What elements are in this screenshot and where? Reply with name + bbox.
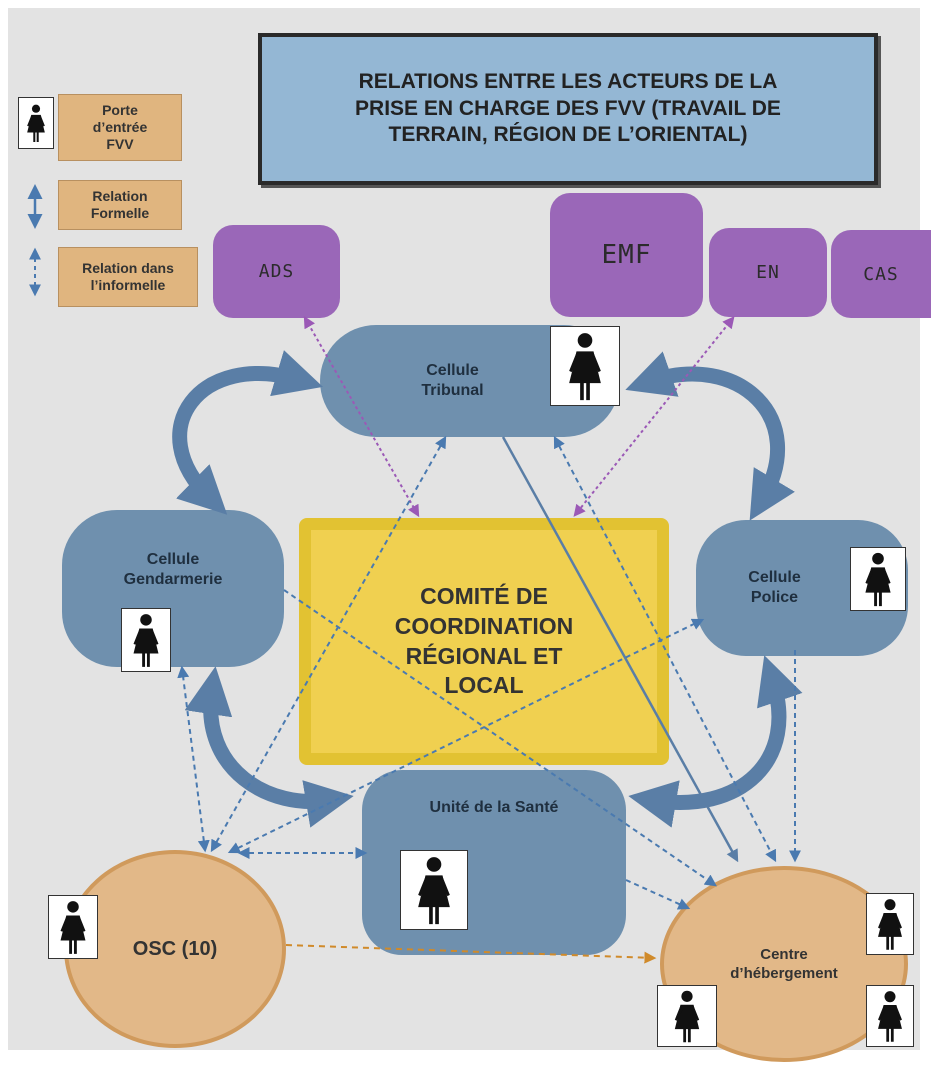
woman-icon	[121, 608, 171, 672]
woman-icon	[657, 985, 717, 1047]
title-line-2: PRISE EN CHARGE DES FVV (TRAVAIL DE	[355, 96, 781, 120]
legend-woman-icon	[18, 97, 54, 149]
node-emf: EMF	[550, 193, 703, 317]
title-line-3: TERRAIN, RÉGION DE L’ORIENTAL)	[388, 123, 748, 147]
woman-icon	[850, 547, 906, 611]
node-ads: ADS	[213, 225, 340, 318]
title-line-1: RELATIONS ENTRE LES ACTEURS DE LA	[358, 70, 778, 94]
woman-icon	[400, 850, 468, 930]
node-cas: CAS	[831, 230, 931, 318]
woman-icon	[48, 895, 98, 959]
woman-icon	[866, 985, 914, 1047]
node-en: EN	[709, 228, 827, 317]
woman-icon	[550, 326, 620, 406]
woman-icon	[866, 893, 914, 955]
